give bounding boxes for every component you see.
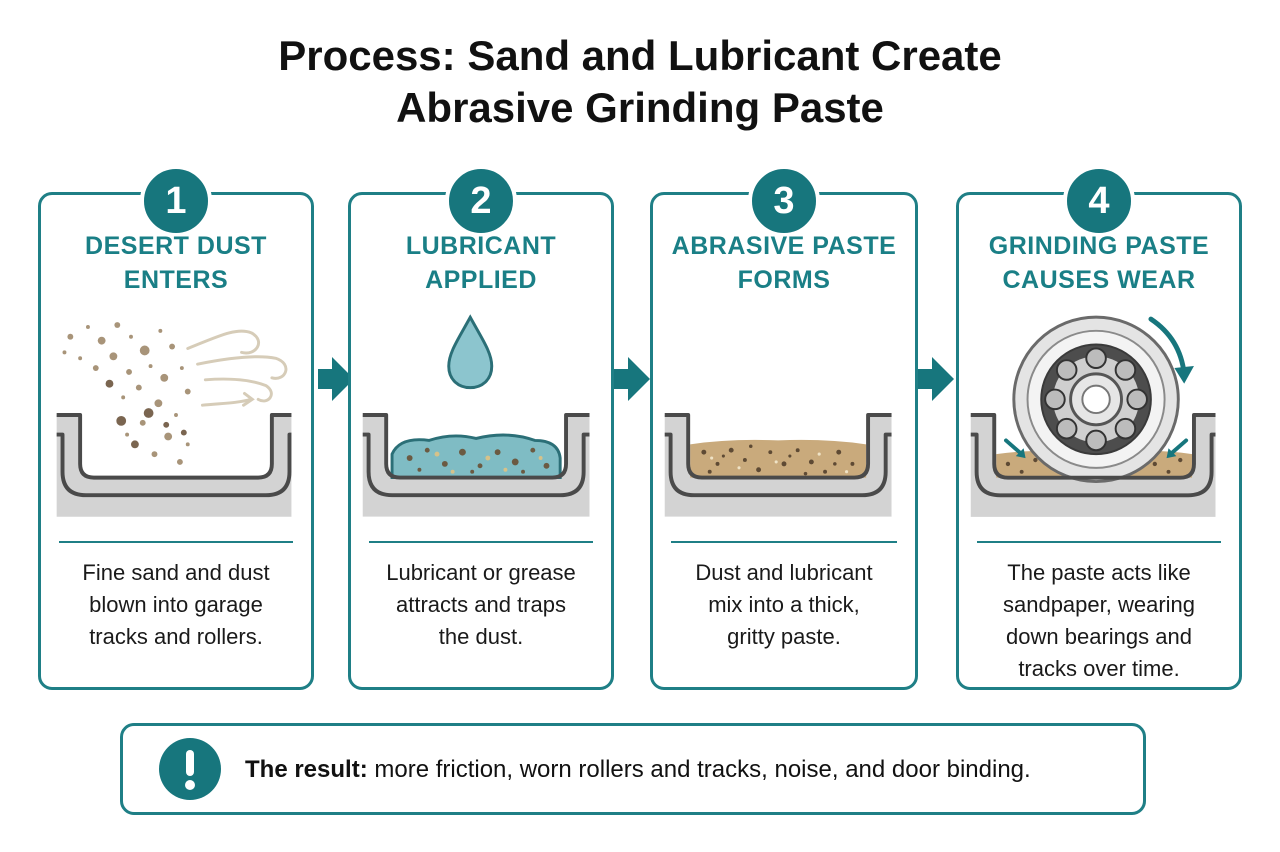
step-title: LUBRICANT APPLIED (361, 229, 601, 297)
exclamation-icon (159, 738, 221, 800)
step-title: DESERT DUST ENTERS (51, 229, 301, 297)
result-box: The result: more friction, worn rollers … (120, 723, 1146, 815)
step-title: ABRASIVE PASTE FORMS (663, 229, 905, 297)
desc-line: gritty paste. (727, 624, 841, 649)
step-title-line: CAUSES WEAR (1002, 266, 1196, 294)
result-text: The result: more friction, worn rollers … (245, 755, 1031, 785)
step-card-2: 2 LUBRICANT APPLIED Lubricant or grease … (348, 165, 614, 690)
dust-wind-icon (56, 322, 292, 517)
desc-line: Fine sand and dust (82, 560, 270, 585)
desc-line: the dust. (438, 624, 524, 649)
step-title-line: APPLIED (425, 266, 537, 294)
step-number-badge: 1 (140, 165, 212, 237)
divider (977, 541, 1221, 543)
step-card-4: 4 GRINDING PASTE CAUSES WEAR (956, 165, 1242, 690)
step-description: Lubricant or grease attracts and traps t… (371, 557, 591, 653)
step-title-line: GRINDING PASTE (988, 232, 1210, 260)
desc-line: down bearings and (1006, 624, 1192, 649)
result-body: more friction, worn rollers and tracks, … (367, 756, 1031, 783)
step-title-line: FORMS (737, 266, 831, 294)
desc-line: tracks over time. (1018, 656, 1180, 681)
title-line-1: Process: Sand and Lubricant Create (278, 32, 1002, 79)
step-description: Fine sand and dust blown into garage tra… (61, 557, 291, 653)
paste-track-icon (664, 413, 892, 517)
step-title: GRINDING PASTE CAUSES WEAR (969, 229, 1229, 297)
step-title-line: DESERT DUST (85, 232, 267, 260)
step-card-1: 1 DESERT DUST ENTERS (38, 165, 314, 690)
step-number-badge: 4 (1063, 165, 1135, 237)
desc-line: sandpaper, wearing (1002, 592, 1196, 617)
arrow-right-icon (614, 357, 650, 401)
step-description: Dust and lubricant mix into a thick, gri… (673, 557, 895, 653)
title-line-2: Abrasive Grinding Paste (396, 84, 884, 131)
arrow-right-icon (318, 357, 354, 401)
desc-line: blown into garage (89, 592, 263, 617)
roller-bearing-icon (970, 315, 1216, 517)
step-title-line: ABRASIVE PASTE (671, 232, 897, 260)
step-title-line: LUBRICANT (405, 232, 557, 260)
droplet-icon (362, 314, 590, 517)
desc-line: The paste acts like (1007, 560, 1191, 585)
step-card-3: 3 ABRASIVE PASTE FORMS Dust and lubrican… (650, 165, 918, 690)
desc-line: Lubricant or grease (386, 560, 576, 585)
step-title-line: ENTERS (123, 266, 229, 294)
desc-line: mix into a thick, (708, 592, 860, 617)
divider (369, 541, 593, 543)
arrow-right-icon (918, 357, 954, 401)
step-number-badge: 3 (748, 165, 820, 237)
divider (59, 541, 293, 543)
page-title: Process: Sand and Lubricant Create Abras… (0, 30, 1280, 134)
step-number-badge: 2 (445, 165, 517, 237)
desc-line: attracts and traps (396, 592, 566, 617)
step-description: The paste acts like sandpaper, wearing d… (979, 557, 1219, 685)
divider (671, 541, 897, 543)
desc-line: tracks and rollers. (89, 624, 263, 649)
result-label: The result: (245, 756, 368, 783)
desc-line: Dust and lubricant (695, 560, 873, 585)
